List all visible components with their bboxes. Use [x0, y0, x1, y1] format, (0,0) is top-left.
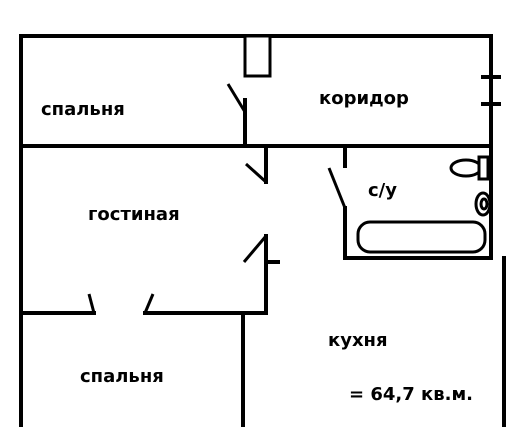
room-label-kitchen: кухня: [328, 330, 388, 351]
bottom-bedroom-wall: [19, 293, 268, 315]
toilet: [449, 155, 490, 181]
room-label-bathroom: с/у: [368, 180, 397, 201]
room-label-bedroom-top: спальня: [41, 99, 125, 120]
room-label-living-room: гостиная: [88, 204, 180, 225]
living-kitchen-wall: [242, 234, 280, 312]
room-label-bedroom-bottom: спальня: [80, 366, 164, 387]
bathroom-walls: [327, 144, 493, 260]
bathtub: [356, 220, 487, 254]
entrance-door-marks: [481, 75, 501, 106]
ventilation-shaft: [243, 34, 272, 78]
room-label-corridor: коридор: [319, 88, 409, 109]
total-area-label: = 64,7 кв.м.: [349, 384, 474, 405]
living-room-door-top: [244, 144, 268, 184]
sink: [474, 191, 492, 217]
bedroom-corridor-wall: [226, 83, 247, 148]
